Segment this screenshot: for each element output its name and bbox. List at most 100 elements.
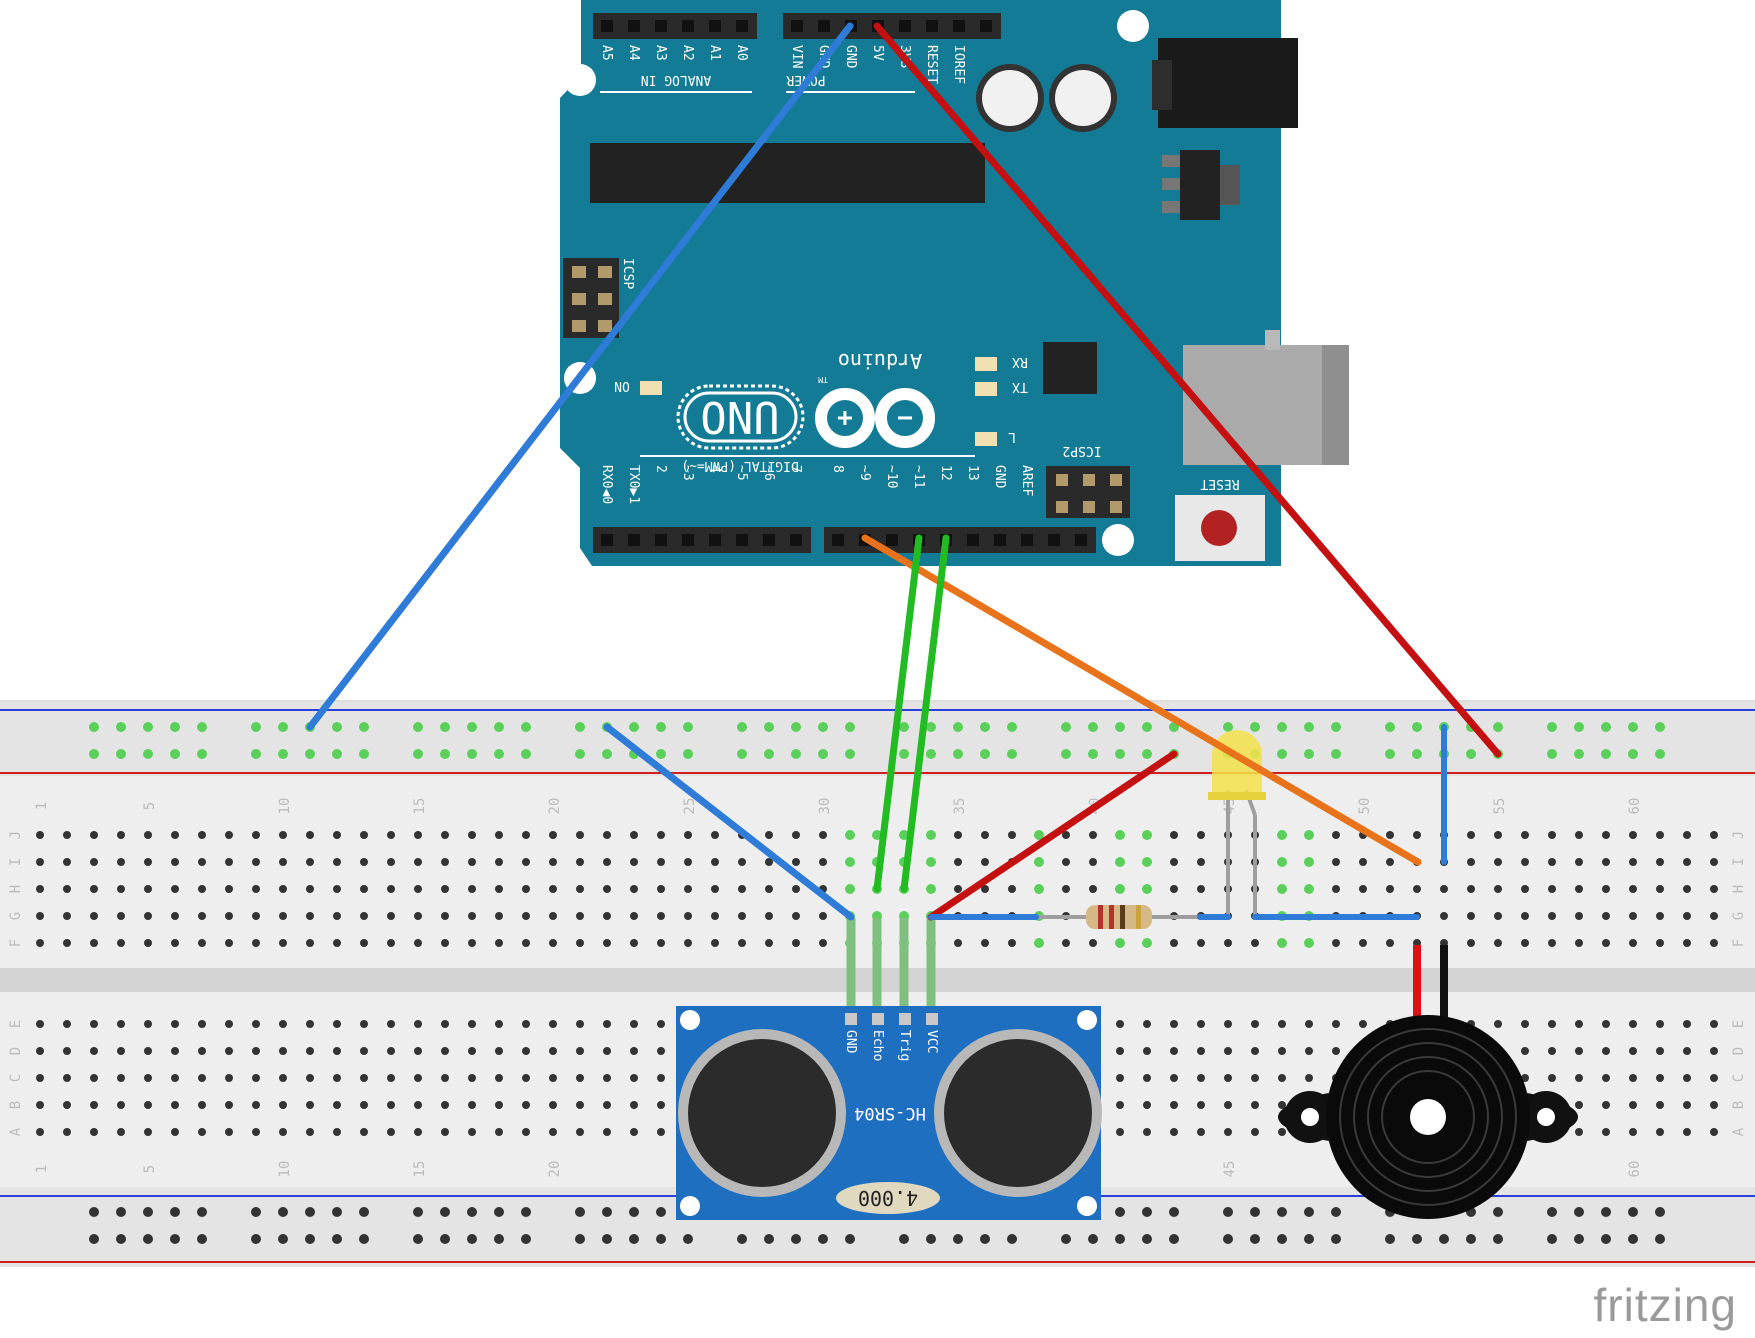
digital-pin-label: 12: [938, 465, 953, 481]
icsp2-label: ICSP2: [1062, 443, 1101, 458]
icsp-label: ICSP: [620, 258, 635, 289]
analog-pin-label: A5: [599, 45, 614, 61]
vcc-rail-to-sensor-wire: [927, 750, 1178, 921]
digital-pin-label: GND: [992, 465, 1007, 489]
sensor-pin-label: Echo: [870, 1030, 885, 1061]
sensor-leg-wires: [846, 918, 936, 1013]
sensor-model: HC-SR04: [854, 1103, 926, 1123]
column-number: 5: [142, 802, 158, 810]
on-led: [640, 381, 662, 395]
trig-wire: [873, 534, 923, 893]
l-led: [975, 432, 997, 446]
digital-pin-label: ~11: [911, 465, 926, 488]
digital-pin-label: TX0▶1: [626, 465, 641, 504]
hc-sr04-sensor: 4.000 HC-SR04 GND Echo Trig VCC: [676, 1006, 1102, 1220]
power-pin-label: 5V: [870, 45, 885, 61]
digital-pin-label: 7: [788, 465, 803, 473]
gnd-rail-to-sensor-wire: [603, 723, 855, 921]
digital-pin-label: 2: [653, 465, 668, 473]
column-number: 50: [1357, 798, 1373, 815]
pin9-wire: [861, 534, 1422, 866]
svg-text:+: +: [837, 403, 853, 433]
l-label: L: [1008, 429, 1016, 444]
fritzing-brand: fritzing: [1593, 1279, 1737, 1331]
reset-label: RESET: [1200, 476, 1239, 491]
row-letter: G: [1731, 912, 1747, 920]
digital-pin-label: 13: [965, 465, 980, 481]
arduino-uno-board: UNO + − Arduino TM A5A4A3A2A1A0VINGNDGND…: [560, 0, 1349, 566]
analog-pin-label: A1: [707, 45, 722, 61]
row-letter: A: [8, 1127, 24, 1136]
digital-pin-label: 4: [707, 465, 722, 473]
digital-pin-label: AREF: [1019, 465, 1034, 496]
column-number: 25: [682, 798, 698, 815]
tx-led: [975, 382, 997, 396]
tx-label: TX: [1012, 379, 1028, 394]
column-number: 1: [34, 802, 50, 810]
power-pin-label: IOREF: [951, 45, 966, 84]
analog-in-label: ANALOG IN: [641, 72, 711, 87]
digital-pin-label: ~3: [680, 465, 695, 481]
power-pin-label: VIN: [789, 45, 804, 68]
column-number: 15: [412, 1161, 428, 1178]
row-letter: E: [1731, 1020, 1747, 1028]
row-letter: B: [8, 1101, 24, 1109]
column-number: 20: [547, 1161, 563, 1178]
row-letter: J: [8, 831, 24, 839]
row-letter: I: [1731, 858, 1747, 866]
row-letter: D: [8, 1047, 24, 1055]
row-letter: F: [8, 939, 24, 947]
analog-pin-label: A2: [680, 45, 695, 61]
digital-pin-label: 8: [830, 465, 845, 473]
column-number: 30: [817, 798, 833, 815]
row-letter: C: [1731, 1074, 1747, 1082]
column-number: 60: [1627, 1161, 1643, 1178]
power-jack: [1158, 38, 1298, 128]
usb-port: [1183, 345, 1349, 465]
resistor: [1036, 905, 1200, 929]
digital-pin-label: ~9: [857, 465, 872, 481]
power-pin-label: RESET: [924, 45, 939, 84]
column-number: 35: [952, 798, 968, 815]
column-number: 55: [1492, 798, 1508, 815]
analog-pin-label: A0: [734, 45, 749, 61]
row-letter: A: [1731, 1127, 1747, 1136]
arduino-brand: Arduino: [838, 349, 922, 373]
row-letter: F: [1731, 939, 1747, 947]
row-letter: J: [1731, 831, 1747, 839]
digital-label: DIGITAL (PWM=~): [681, 458, 798, 473]
digital-pin-label: ~5: [734, 465, 749, 481]
row-letter: C: [8, 1074, 24, 1082]
crystal-label: 4.000: [858, 1186, 918, 1210]
column-number: 20: [547, 798, 563, 815]
uno-logo-text: UNO: [700, 391, 779, 442]
column-number: 10: [277, 798, 293, 815]
digital-pin-label: ~10: [884, 465, 899, 488]
trademark: TM: [818, 375, 828, 384]
row-letter: E: [8, 1020, 24, 1028]
row-letter: G: [8, 912, 24, 920]
wires: [306, 22, 1502, 921]
row-letter: H: [8, 885, 24, 893]
microcontroller-chip: [590, 143, 985, 203]
piezo-buzzer: [1278, 945, 1578, 1219]
analog-pin-label: A4: [626, 45, 641, 61]
rx-led: [975, 357, 997, 371]
echo-wire: [900, 534, 950, 893]
row-letter: D: [1731, 1047, 1747, 1055]
column-number: 15: [412, 798, 428, 815]
svg-text:−: −: [897, 403, 913, 433]
power-pin-label: GND: [843, 45, 858, 69]
column-number: 60: [1627, 798, 1643, 815]
sensor-pin-label: Trig: [897, 1030, 912, 1061]
digital-pin-label: ~6: [761, 465, 776, 481]
sensor-pin-label: GND: [843, 1030, 858, 1054]
5v-wire: [873, 22, 1502, 758]
column-number: 10: [277, 1161, 293, 1178]
on-label: ON: [614, 378, 630, 393]
column-number: 45: [1222, 1161, 1238, 1178]
digital-pin-label: RX0◀0: [599, 465, 614, 504]
column-number: 1: [34, 1165, 50, 1173]
sensor-pin-label: VCC: [924, 1030, 939, 1053]
